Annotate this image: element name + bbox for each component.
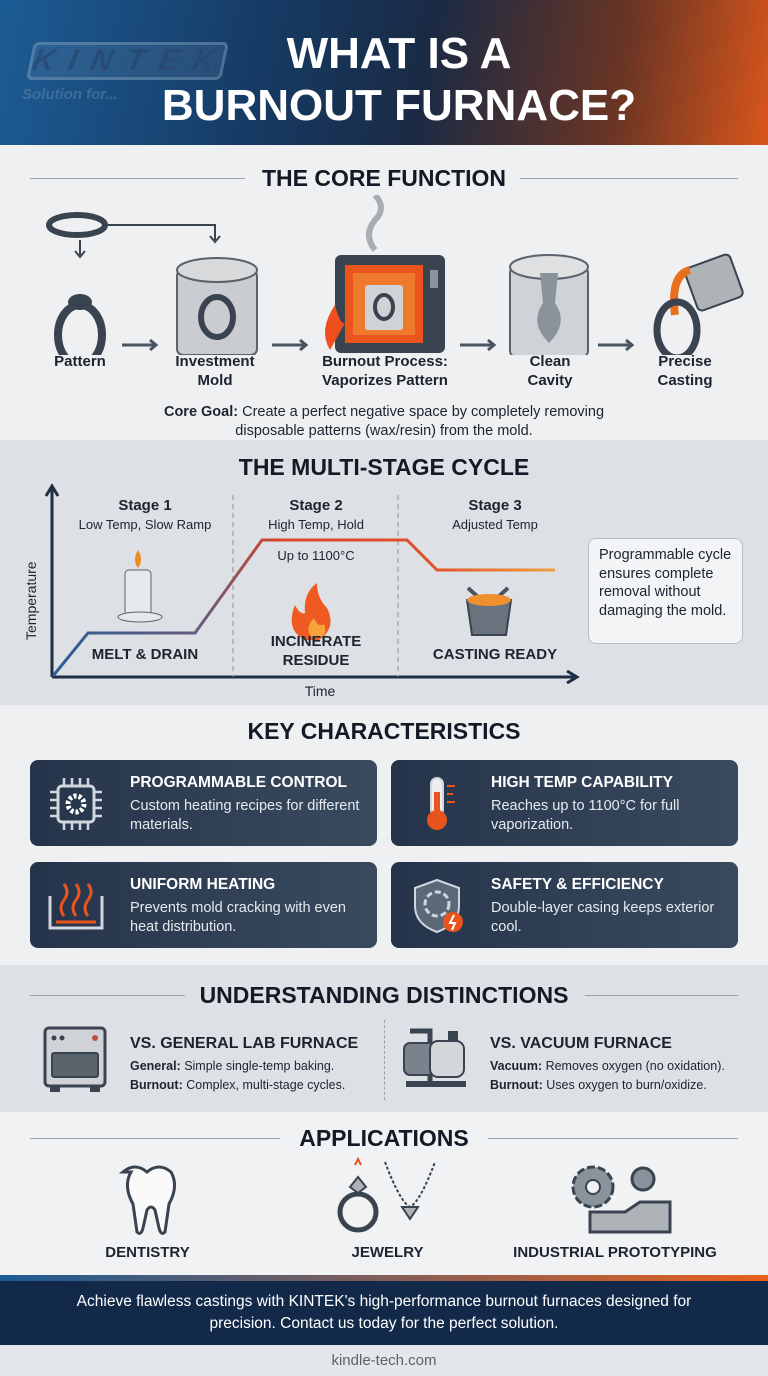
app-dentistry-label: DENTISTRY: [105, 1244, 190, 1261]
distinction-line: Vacuum: Removes oxygen (no oxidation).: [490, 1057, 725, 1076]
distinction-line: General: Simple single-temp baking.: [130, 1057, 334, 1076]
distinction-title: VS. GENERAL LAB FURNACE: [130, 1035, 359, 1052]
temperature-profile-line: [51, 538, 555, 677]
stage-1-title: Stage 1: [118, 497, 172, 514]
distinction-line: Burnout: Complex, multi-stage cycles.: [130, 1076, 345, 1095]
distinctions-section: UNDERSTANDING DISTINCTIONS VS. GENERAL L…: [0, 965, 768, 1112]
footer-cta: Achieve flawless castings with KINTEK's …: [0, 1281, 768, 1345]
tooth-icon: [118, 1165, 176, 1235]
thermometer-icon: [427, 777, 455, 830]
step-mold-label: Investment Mold: [175, 353, 255, 389]
characteristics-section: KEY CHARACTERISTICS PROGRAMMABLE CONTROL…: [0, 705, 768, 965]
card-text: Double-layer casing keeps exterior cool.: [491, 900, 715, 935]
card-high-temp: HIGH TEMP CAPABILITY Reaches up to 1100°C…: [391, 760, 738, 846]
card-title: HIGH TEMP CAPABILITY: [491, 774, 673, 791]
stage-1-desc: Low Temp, Slow Ramp: [78, 517, 212, 532]
arrow-icon: [460, 338, 497, 352]
stage-3-desc: Adjusted Temp: [452, 517, 538, 532]
title-line-1: WHAT IS A: [286, 29, 512, 78]
header-banner: KINTEK Solution for... WHAT IS A BURNOUT…: [0, 0, 768, 145]
card-text: Prevents mold cracking with even heat di…: [130, 900, 346, 935]
vacuum-pump-icon: [403, 1028, 466, 1087]
stage-1-action: MELT & DRAIN: [91, 646, 199, 663]
core-function-section: THE CORE FUNCTION Pattern Investment Mol…: [0, 145, 768, 440]
distinction-title: VS. VACUUM FURNACE: [490, 1035, 672, 1052]
step-casting-label: Precise Casting: [657, 353, 713, 389]
text: Uses oxygen to burn/oxidize.: [542, 1078, 707, 1092]
label: Burnout:: [490, 1078, 543, 1092]
logo-tagline: Solution for...: [22, 86, 118, 103]
investment-mold-icon: [176, 257, 258, 355]
shield-fan-icon: [414, 878, 463, 934]
card-title: SAFETY & EFFICIENCY: [491, 876, 664, 893]
stage-divider: [232, 495, 399, 677]
card-title: UNIFORM HEATING: [130, 876, 276, 893]
core-goal-text: Core Goal: Create a perfect negative spa…: [0, 403, 768, 441]
gears-prototype-icon: [571, 1165, 672, 1234]
multi-stage-cycle-section: THE MULTI-STAGE CYCLE Temperature Time S…: [0, 440, 768, 705]
text: Complex, multi-stage cycles.: [182, 1078, 346, 1092]
label: Burnout:: [130, 1078, 183, 1092]
ring-pattern-icon: [46, 212, 108, 355]
stage-2-note: Up to 1100°C: [277, 548, 355, 563]
applications-section: APPLICATIONS DENTISTRY JEWELRY INDUSTRIA…: [0, 1112, 768, 1275]
core-goal-label: Core Goal:: [163, 404, 239, 420]
label: Vacuum:: [490, 1059, 543, 1073]
card-title: PROGRAMMABLE CONTROL: [130, 774, 347, 791]
stage-3-action: CASTING READY: [432, 646, 558, 663]
accent-divider: [0, 1275, 768, 1281]
page-title: WHAT IS A BURNOUT FURNACE?: [0, 28, 768, 132]
stage-2-desc: High Temp, Hold: [268, 517, 364, 532]
app-industrial-label: INDUSTRIAL PROTOTYPING: [513, 1244, 717, 1261]
heat-waves-icon: [48, 883, 104, 930]
card-programmable-control: PROGRAMMABLE CONTROL Custom heating recip…: [30, 760, 377, 846]
card-safety-efficiency: SAFETY & EFFICIENCY Double-layer casing k…: [391, 862, 738, 948]
temperature-cycle-graph: [44, 483, 580, 685]
core-goal-line1: Create a perfect negative space by compl…: [238, 404, 605, 420]
callout-box: Programmable cycle ensures complete remo…: [588, 538, 743, 644]
arrow-icon: [122, 338, 159, 352]
title-line-2: BURNOUT FURNACE?: [161, 81, 637, 130]
app-jewelry-label: JEWELRY: [351, 1244, 424, 1261]
text: Simple single-temp baking.: [180, 1059, 335, 1073]
stage-3-title: Stage 3: [468, 497, 522, 514]
section-title: THE MULTI-STAGE CYCLE: [238, 454, 530, 480]
y-axis: [44, 483, 60, 677]
precise-casting-icon: [653, 253, 744, 355]
text: Removes oxygen (no oxidation).: [542, 1059, 725, 1073]
section-title: KEY CHARACTERISTICS: [247, 718, 521, 744]
section-title: APPLICATIONS: [299, 1125, 469, 1151]
stage-2-action: INCINERATE RESIDUE: [270, 633, 362, 669]
jewelry-ring-necklace-icon: [337, 1157, 436, 1233]
core-goal-line2: disposable patterns (wax/resin) from the…: [235, 423, 533, 439]
process-flow-diagram: [46, 195, 744, 355]
section-title: UNDERSTANDING DISTINCTIONS: [199, 982, 569, 1008]
fire-icon: [291, 583, 331, 640]
card-text: Reaches up to 1100°C for full vaporizati…: [491, 798, 680, 833]
burnout-furnace-icon: [325, 195, 445, 353]
step-cavity-label: Clean Cavity: [527, 353, 573, 389]
stage-2-title: Stage 2: [289, 497, 343, 514]
candle-icon: [117, 550, 163, 623]
card-text: Custom heating recipes for different mat…: [130, 798, 360, 833]
y-axis-label: Temperature: [23, 561, 39, 640]
x-axis: [52, 669, 580, 685]
clean-cavity-icon: [509, 254, 589, 355]
section-title: THE CORE FUNCTION: [261, 165, 507, 191]
card-uniform-heating: UNIFORM HEATING Prevents mold cracking wi…: [30, 862, 377, 948]
footer-url-link[interactable]: kindle-tech.com: [0, 1345, 768, 1376]
x-axis-label: Time: [304, 683, 336, 699]
arrow-icon: [272, 338, 309, 352]
step-burnout-label: Burnout Process: Vaporizes Pattern: [322, 353, 448, 389]
arrow-icon: [598, 338, 635, 352]
step-pattern-label: Pattern: [54, 353, 106, 370]
chip-gear-icon: [50, 778, 102, 830]
lab-oven-icon: [43, 1026, 107, 1092]
crucible-pot-icon: [465, 586, 513, 636]
distinction-line: Burnout: Uses oxygen to burn/oxidize.: [490, 1076, 707, 1095]
label: General:: [130, 1059, 181, 1073]
